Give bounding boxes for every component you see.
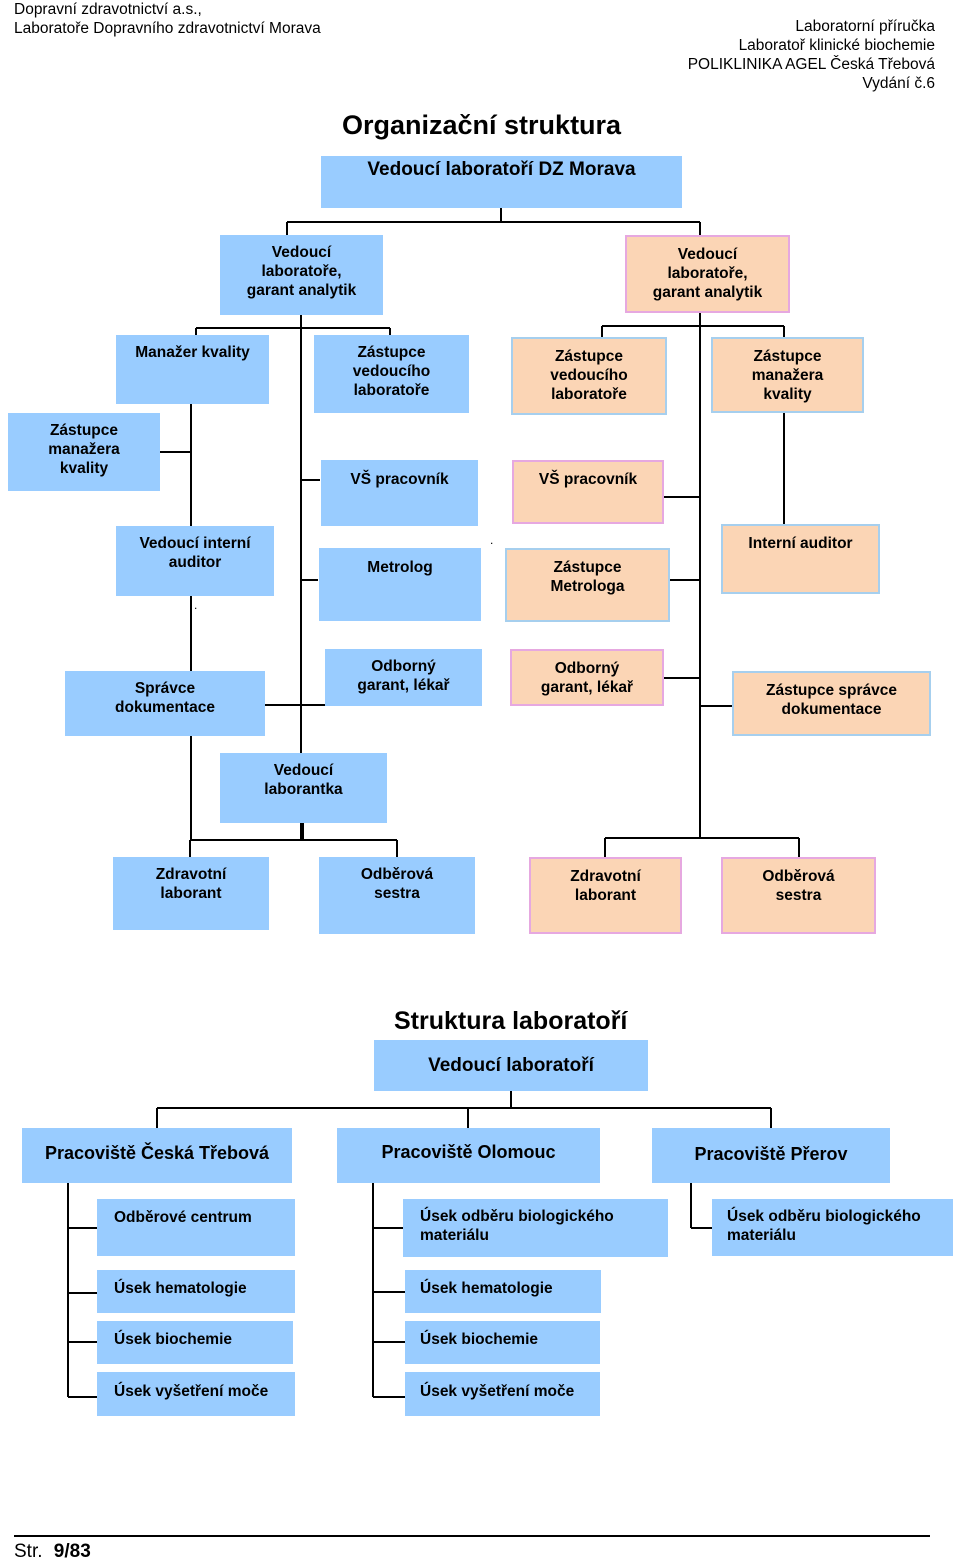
footer-divider (14, 1535, 930, 1537)
box-zastupce-manazera-right: Zástupce manažera kvality (711, 337, 864, 413)
box-vs-right: VŠ pracovník (512, 460, 664, 524)
edition: Vydání č.6 (862, 75, 935, 92)
box-zdravotni-laborant-left: Zdravotní laborant (113, 857, 269, 930)
box-zdravotni-laborant-right: Zdravotní laborant (529, 857, 682, 934)
stray-dot: . (194, 598, 198, 612)
box-zastupce-metrologa: Zástupce Metrologa (505, 548, 670, 622)
box-zastupce-vedouciho-right: Zástupce vedoucího laboratoře (511, 337, 667, 415)
box-interni-auditor: Interní auditor (721, 524, 880, 594)
box-manazer-kvality: Manažer kvality (116, 335, 269, 404)
box-pracoviste-prerov: Pracoviště Přerov (652, 1128, 890, 1183)
box-ol-moc: Úsek vyšetření moče (405, 1372, 600, 1416)
box-zastupce-spravce: Zástupce správce dokumentace (732, 671, 931, 736)
box-head-left: Vedoucí laboratoře, garant analytik (220, 235, 383, 315)
box-pracoviste-olomouc: Pracoviště Olomouc (337, 1128, 600, 1183)
box-vedouci-laborantka: Vedoucí laborantka (220, 753, 387, 823)
box-garant-right: Odborný garant, lékař (510, 649, 664, 706)
box-ol-biochemie: Úsek biochemie (405, 1321, 600, 1364)
box-zastupce-manazera-left: Zástupce manažera kvality (8, 413, 160, 491)
box-ct-biochemie: Úsek biochemie (97, 1321, 293, 1364)
box-head-right: Vedoucí laboratoře, garant analytik (625, 235, 790, 313)
box-pracoviste-ct: Pracoviště Česká Třebová (22, 1128, 292, 1183)
footer: Str. 9/83 (14, 1541, 91, 1563)
header-left: Dopravní zdravotnictví a.s., Laboratoře … (14, 0, 321, 38)
box-garant-left: Odborný garant, lékař (325, 649, 482, 706)
box-ct-odberove-centrum: Odběrové centrum (97, 1199, 295, 1256)
header-right: Laboratorní příručka Laboratoř klinické … (688, 17, 935, 93)
box-odberova-sestra-left: Odběrová sestra (319, 857, 475, 934)
box-zastupce-vedouciho-left: Zástupce vedoucího laboratoře (314, 335, 469, 413)
doc-title: Laboratorní příručka (795, 18, 935, 35)
footer-label: Str. (14, 1541, 43, 1562)
box-vedouci-auditor: Vedoucí interní auditor (116, 526, 274, 596)
box-odberova-sestra-right: Odběrová sestra (721, 857, 876, 934)
box-ol-odber: Úsek odběru biologického materiálu (403, 1199, 668, 1257)
clinic-name: POLIKLINIKA AGEL Česká Třebová (687, 56, 935, 73)
lab-department: Laboratoř klinické biochemie (738, 37, 935, 54)
lab-title: Struktura laboratoří (394, 1007, 628, 1035)
box-spravce-dokumentace: Správce dokumentace (65, 671, 265, 736)
box-ct-hematologie: Úsek hematologie (97, 1270, 295, 1313)
stray-dot: . (490, 533, 494, 547)
page-number: 9/83 (53, 1541, 91, 1562)
box-top-head: Vedoucí laboratoří DZ Morava (321, 156, 682, 208)
company-name: Dopravní zdravotnictví a.s., (14, 1, 202, 18)
box-ol-hematologie: Úsek hematologie (405, 1270, 601, 1313)
org-title: Organizační struktura (342, 110, 622, 140)
box-pr-odber: Úsek odběru biologického materiálu (712, 1199, 953, 1256)
box-ct-moc: Úsek vyšetření moče (97, 1372, 295, 1416)
box-lab-top: Vedoucí laboratoří (374, 1040, 648, 1091)
box-metrolog: Metrolog (319, 548, 481, 621)
box-vs-left: VŠ pracovník (321, 460, 478, 526)
lab-name: Laboratoře Dopravního zdravotnictví Mora… (14, 20, 321, 37)
